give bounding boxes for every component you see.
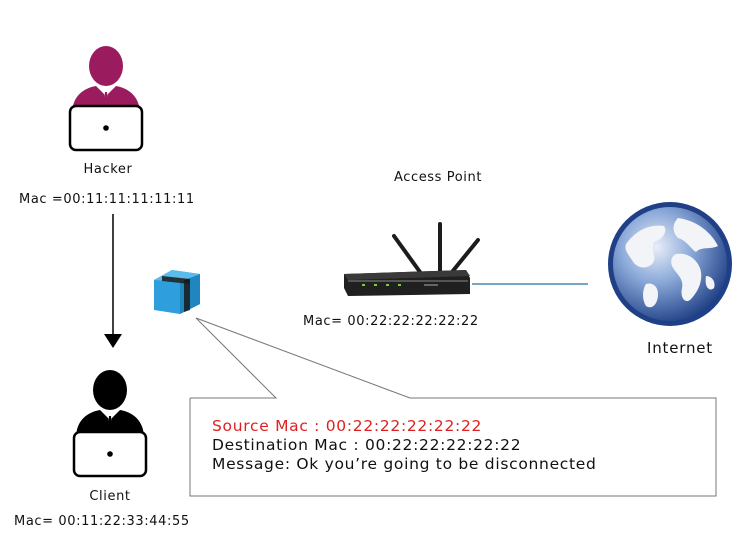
callout-message: Message: Ok you’re going to be disconnec…: [212, 455, 597, 473]
callout-source-mac: Source Mac : 00:22:22:22:22:22: [212, 417, 483, 435]
client-icon: [72, 370, 148, 478]
hacker-icon: [68, 46, 144, 152]
packet-icon: [154, 270, 200, 314]
packet-callout: Source Mac : 00:22:22:22:22:22 Destinati…: [212, 416, 712, 486]
callout-pointer-right: [189, 317, 717, 497]
callout-pointer: [190, 317, 278, 399]
arrow-head: [104, 334, 122, 348]
client-mac: Mac= 00:11:22:33:44:55: [14, 514, 190, 529]
hacker-mac: Mac =00:11:11:11:11:11: [19, 192, 195, 207]
internet-globe-icon: [608, 202, 732, 326]
callout-destination-mac: Destination Mac : 00:22:22:22:22:22: [212, 436, 522, 454]
access-point-router-icon: [344, 222, 480, 296]
internet-label: Internet: [647, 339, 713, 357]
access-point-label: Access Point: [393, 170, 483, 185]
access-point-mac: Mac= 00:22:22:22:22:22: [303, 314, 479, 329]
hacker-label: Hacker: [83, 162, 133, 177]
client-label: Client: [89, 489, 131, 504]
